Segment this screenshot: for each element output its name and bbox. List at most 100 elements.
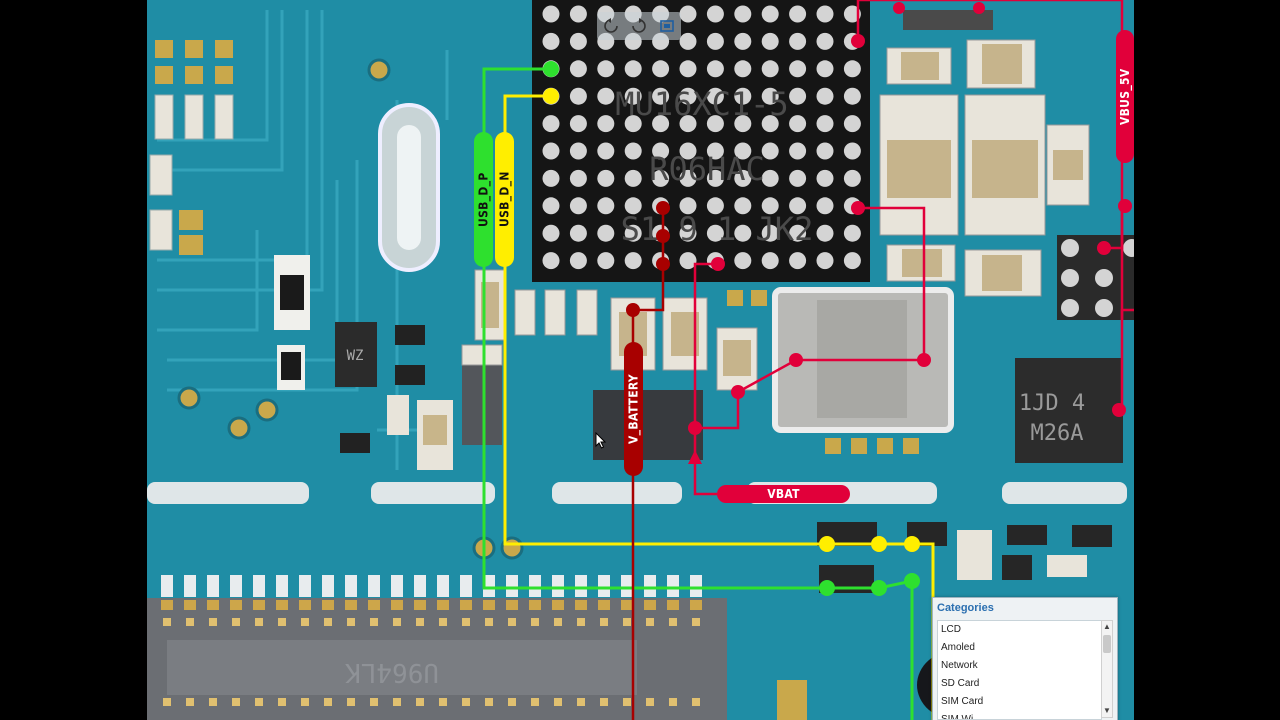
category-item[interactable]: LCD bbox=[941, 624, 962, 635]
bga-ball bbox=[652, 142, 670, 160]
bga-ball bbox=[569, 169, 587, 187]
bga-ball bbox=[734, 197, 752, 215]
connector-pin bbox=[301, 618, 309, 626]
ic-marking-1: 1JD 4 bbox=[1019, 391, 1085, 416]
connector-pin bbox=[207, 575, 219, 597]
connector-pin bbox=[552, 575, 564, 597]
connector-pin bbox=[575, 575, 587, 597]
bga-ball bbox=[734, 224, 752, 242]
scroll-up-icon[interactable]: ▲ bbox=[1103, 622, 1111, 631]
connector-pin bbox=[669, 698, 677, 706]
connector-pin bbox=[278, 618, 286, 626]
connector-pin bbox=[416, 618, 424, 626]
connector-pin bbox=[414, 600, 426, 610]
connector-pin bbox=[324, 618, 332, 626]
svg-text:WZ: WZ bbox=[347, 348, 364, 364]
bga-ball bbox=[652, 60, 670, 78]
bga-ball bbox=[734, 5, 752, 23]
connector-pin bbox=[230, 575, 242, 597]
categories-scrollbar[interactable]: ▲ ▼ bbox=[1101, 620, 1113, 718]
categories-title: Categories bbox=[937, 602, 994, 614]
connector-pin bbox=[299, 575, 311, 597]
bga-ball bbox=[816, 169, 834, 187]
connector-pin bbox=[161, 600, 173, 610]
connector-pins bbox=[161, 575, 702, 706]
bga-ball bbox=[624, 60, 642, 78]
connector-pin bbox=[531, 618, 539, 626]
bga-ball bbox=[706, 5, 724, 23]
bga-ball bbox=[597, 142, 615, 160]
category-item[interactable]: Network bbox=[941, 660, 978, 671]
connector-pin bbox=[301, 698, 309, 706]
bga-ball bbox=[761, 197, 779, 215]
bga-ball bbox=[597, 252, 615, 270]
connector-pin bbox=[437, 600, 449, 610]
bga-ball bbox=[789, 115, 807, 133]
net-label-usb-d-p[interactable]: USB_D_P bbox=[474, 132, 493, 267]
bga-ball bbox=[679, 197, 697, 215]
bga-ball bbox=[652, 87, 670, 105]
bga-ball bbox=[624, 224, 642, 242]
connector-pin bbox=[186, 618, 194, 626]
bga-ball bbox=[569, 224, 587, 242]
category-item[interactable]: SD Card bbox=[941, 678, 980, 689]
bga-ball bbox=[542, 142, 560, 160]
fullscreen-icon[interactable] bbox=[657, 16, 677, 36]
bga-ball bbox=[569, 32, 587, 50]
bga-ball bbox=[542, 32, 560, 50]
connector-pin bbox=[368, 600, 380, 610]
scroll-down-icon[interactable]: ▼ bbox=[1103, 706, 1111, 715]
bga-ball bbox=[597, 60, 615, 78]
bga-ball bbox=[706, 115, 724, 133]
bga-ball bbox=[542, 5, 560, 23]
connector-pin bbox=[483, 575, 495, 597]
bga-ball bbox=[542, 252, 560, 270]
bga-ball bbox=[706, 224, 724, 242]
bga-ball bbox=[789, 169, 807, 187]
bga-ball bbox=[761, 252, 779, 270]
connector-pin bbox=[278, 698, 286, 706]
connector-pin bbox=[623, 618, 631, 626]
connector-pin bbox=[370, 618, 378, 626]
category-item[interactable]: SIM Card bbox=[941, 696, 984, 707]
connector-pin bbox=[529, 575, 541, 597]
schematic-viewer[interactable]: WZ MU16XC1-5 R06HAC S1 9 1 JK2 1JD 4 M26… bbox=[147, 0, 1134, 720]
bga-ball bbox=[569, 142, 587, 160]
bga-ball bbox=[624, 115, 642, 133]
bga-ball bbox=[679, 224, 697, 242]
bga-ball bbox=[679, 169, 697, 187]
bga-ball bbox=[816, 115, 834, 133]
connector-pin bbox=[506, 600, 518, 610]
connector-pin bbox=[554, 618, 562, 626]
bga-ball bbox=[569, 252, 587, 270]
net-label-vbus-5v[interactable]: VBUS_5V bbox=[1116, 30, 1134, 163]
scroll-thumb[interactable] bbox=[1103, 635, 1111, 653]
net-label-v-battery[interactable]: V_BATTERY bbox=[624, 342, 643, 476]
bga-ball bbox=[652, 169, 670, 187]
category-item[interactable]: SIM Wi... bbox=[941, 714, 982, 720]
rotate-right-icon[interactable] bbox=[629, 16, 649, 36]
bga-ball bbox=[816, 252, 834, 270]
connector-pin bbox=[370, 698, 378, 706]
connector-pin bbox=[276, 575, 288, 597]
bga-ball bbox=[734, 32, 752, 50]
connector-pin bbox=[577, 698, 585, 706]
connector-pin bbox=[485, 698, 493, 706]
connector-pin bbox=[184, 600, 196, 610]
bga-ball bbox=[843, 60, 861, 78]
connector-pin bbox=[437, 575, 449, 597]
bga-ball bbox=[734, 115, 752, 133]
net-label-usb-d-n[interactable]: USB_D_N bbox=[495, 132, 514, 267]
rotate-left-icon[interactable] bbox=[601, 16, 621, 36]
bga-ball bbox=[816, 60, 834, 78]
net-label-vbat[interactable]: VBAT bbox=[717, 485, 850, 503]
connector-pin bbox=[644, 575, 656, 597]
connector-pin bbox=[462, 618, 470, 626]
connector-pin bbox=[462, 698, 470, 706]
category-item[interactable]: Amoled bbox=[941, 642, 975, 653]
vbus-text: VBUS_5V bbox=[1118, 68, 1132, 125]
bga-ball bbox=[652, 115, 670, 133]
connector-pin bbox=[232, 698, 240, 706]
connector-pin bbox=[439, 698, 447, 706]
